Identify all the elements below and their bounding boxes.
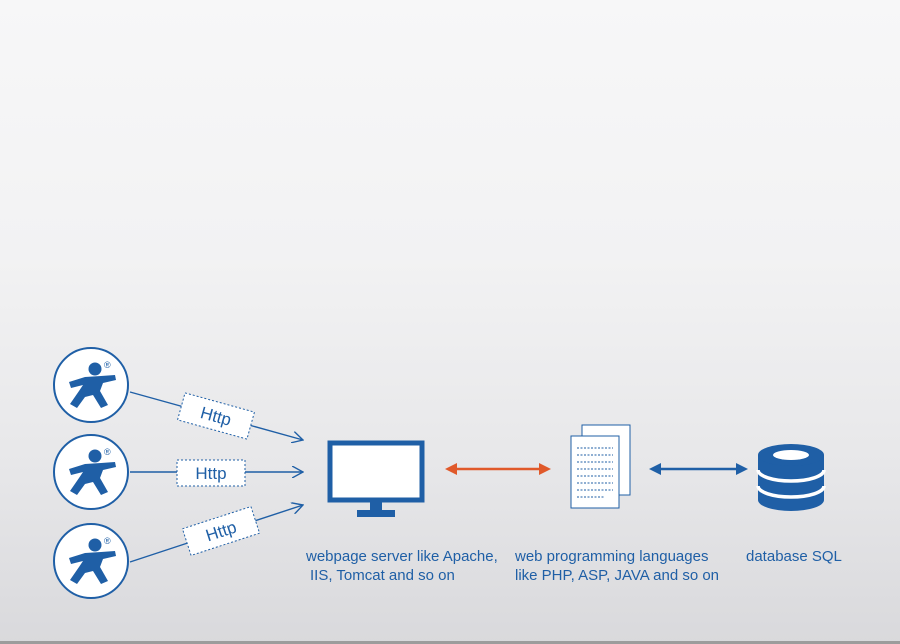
bottom-border [0,641,900,644]
language-database-link [649,463,748,475]
registered-mark: ® [104,360,111,370]
monitor-icon [327,440,425,517]
database-icon [756,444,826,511]
http-label-2: Http [176,459,246,487]
registered-mark: ® [104,447,111,457]
person-icon [69,449,116,495]
client-3: ® [53,523,129,599]
server-language-link [445,463,551,475]
http-label-3: Http [181,505,261,557]
languages-label: web programming languages like PHP, ASP,… [515,548,720,584]
svg-text:Http: Http [195,464,226,483]
registered-mark: ® [104,536,111,546]
client-1: ® [53,347,129,423]
person-icon [69,362,116,408]
documents-icon [570,424,631,509]
person-icon [69,538,116,584]
http-label-1: Http [176,392,256,440]
webserver-label: webpage server like Apache, IIS, Tomcat … [306,548,498,584]
database-label: database SQL [746,548,842,565]
client-2: ® [53,434,129,510]
